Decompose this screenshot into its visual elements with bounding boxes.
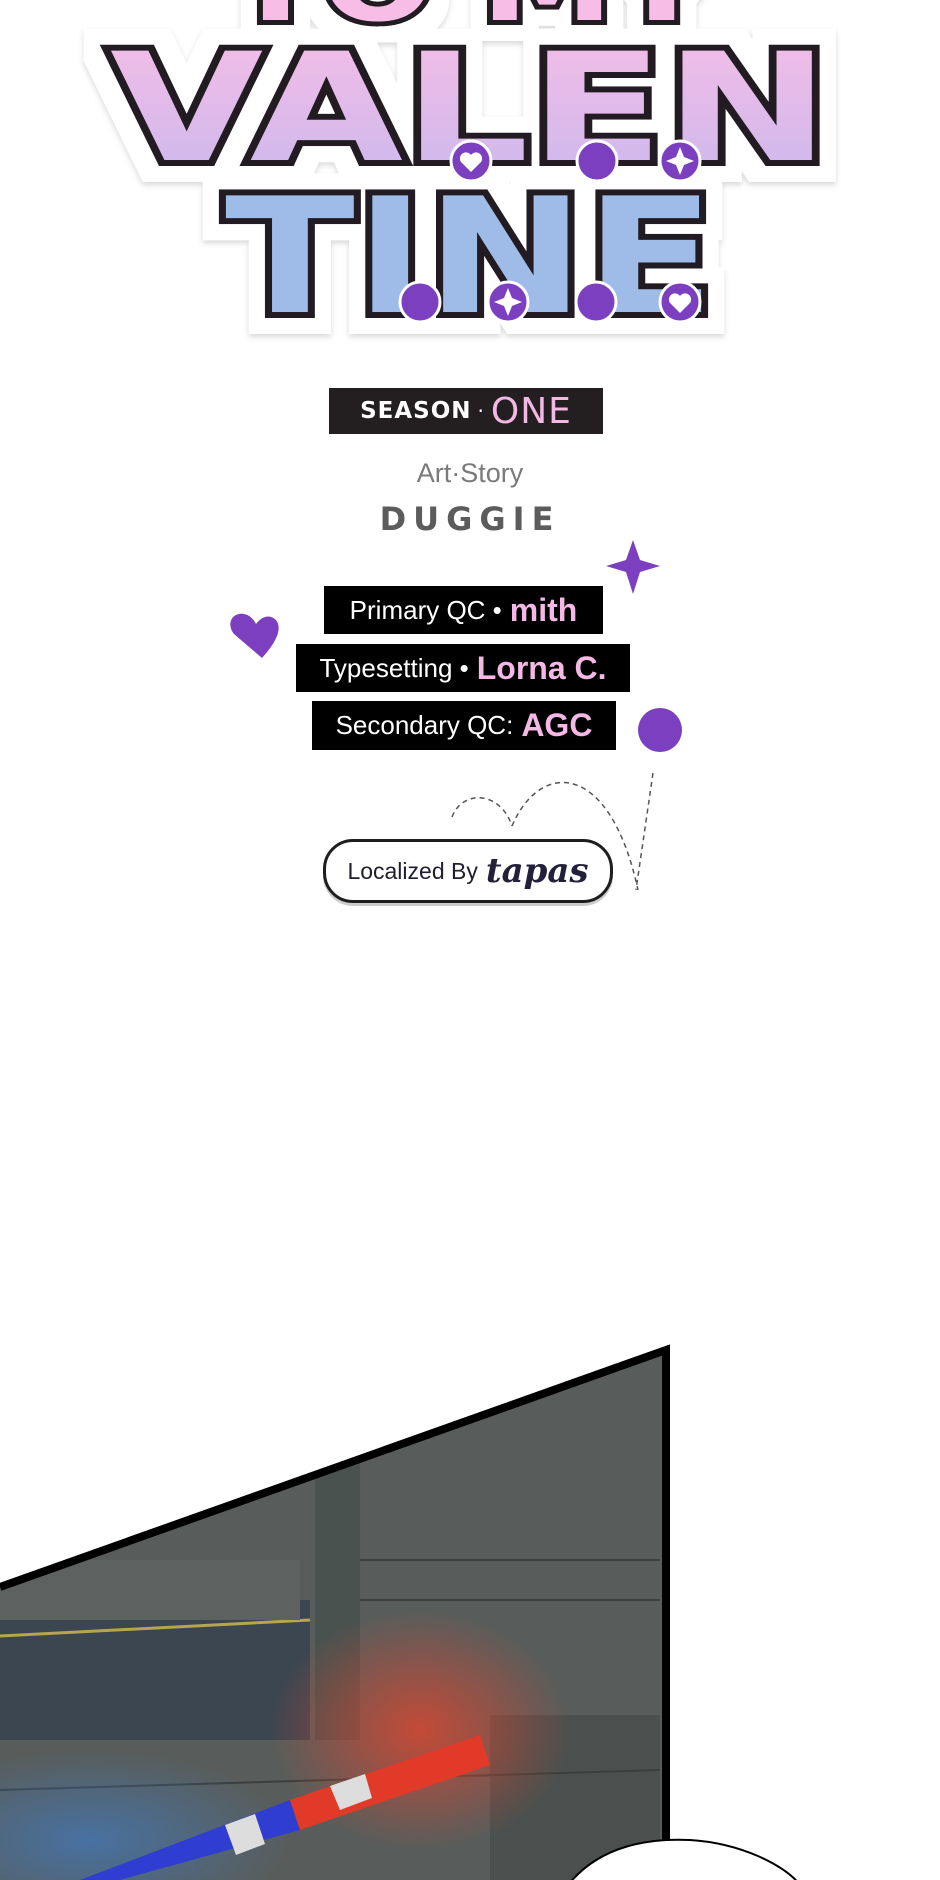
- credit-label: Primary QC •: [349, 594, 502, 625]
- dot-icon: [574, 280, 618, 324]
- comic-panel: [0, 1344, 797, 1880]
- art-story-label: Art·Story: [416, 458, 524, 488]
- credit-typesetting: Typesetting • Lorna C.: [296, 644, 630, 692]
- localized-by-badge: Localized By tapas: [323, 839, 613, 903]
- dot-icon: [398, 280, 442, 324]
- credit-name: AGC: [521, 707, 593, 743]
- sparkle-icon: [606, 540, 660, 594]
- heart-icon: [668, 293, 692, 313]
- season-word: SEASON: [360, 398, 472, 424]
- credit-name: Lorna C.: [476, 649, 607, 686]
- heart-icon: [230, 613, 279, 658]
- dot-icon: [638, 708, 682, 752]
- logo-line-3: TINE: [225, 163, 715, 350]
- speech-bubble: [571, 1838, 797, 1880]
- heart-icon: [459, 152, 483, 172]
- credit-label: Typesetting •: [319, 652, 469, 683]
- author-name: DUGGIE: [379, 500, 561, 538]
- season-badge: SEASON · ONE: [329, 388, 603, 434]
- season-separator: ·: [477, 399, 485, 423]
- credit-secondary-qc: Secondary QC: AGC: [312, 701, 616, 750]
- credit-name: mith: [509, 591, 578, 628]
- title-logo: TO MY VALEN TINE: [104, 0, 836, 356]
- season-number: ONE: [490, 390, 572, 432]
- credit-primary-qc: Primary QC • mith: [324, 586, 603, 634]
- sparkle-icon: [666, 147, 694, 175]
- dot-icon: [575, 139, 619, 183]
- tapas-logo: tapas: [485, 851, 589, 891]
- logo-line-1: TO MY: [230, 0, 712, 46]
- localized-label: Localized By: [347, 857, 478, 884]
- sparkle-icon: [494, 288, 522, 316]
- logo-line-2: VALEN: [110, 22, 830, 196]
- credit-label: Secondary QC:: [335, 710, 514, 740]
